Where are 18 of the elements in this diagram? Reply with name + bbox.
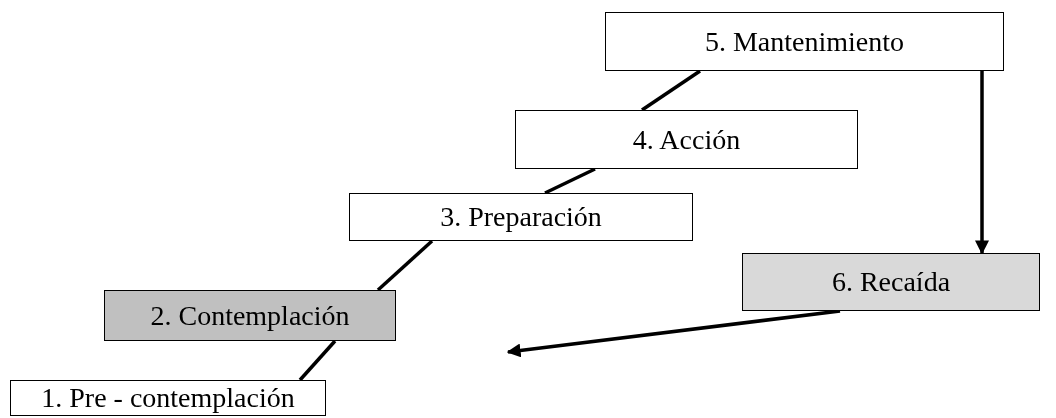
stage-box <box>349 193 693 241</box>
connector-line <box>544 167 596 195</box>
arrow <box>506 309 841 358</box>
stage-label: 2. Contemplación <box>150 299 350 332</box>
stage-box <box>605 12 1004 71</box>
stage-label: 1. Pre - contemplación <box>41 382 295 414</box>
connector-line <box>298 339 337 382</box>
stage-label: 6. Recaída <box>831 266 951 298</box>
stage-label: 4. Acción <box>632 123 741 156</box>
stage-label: 3. Preparación <box>440 201 602 233</box>
arrow <box>975 71 989 255</box>
stage-label: 5. Mantenimiento <box>704 25 905 58</box>
stage-box <box>742 253 1040 311</box>
connector-line <box>376 239 434 292</box>
stage-box <box>10 380 326 416</box>
stage-box <box>104 290 396 341</box>
stage-box <box>515 110 858 169</box>
connector-line <box>641 69 701 112</box>
